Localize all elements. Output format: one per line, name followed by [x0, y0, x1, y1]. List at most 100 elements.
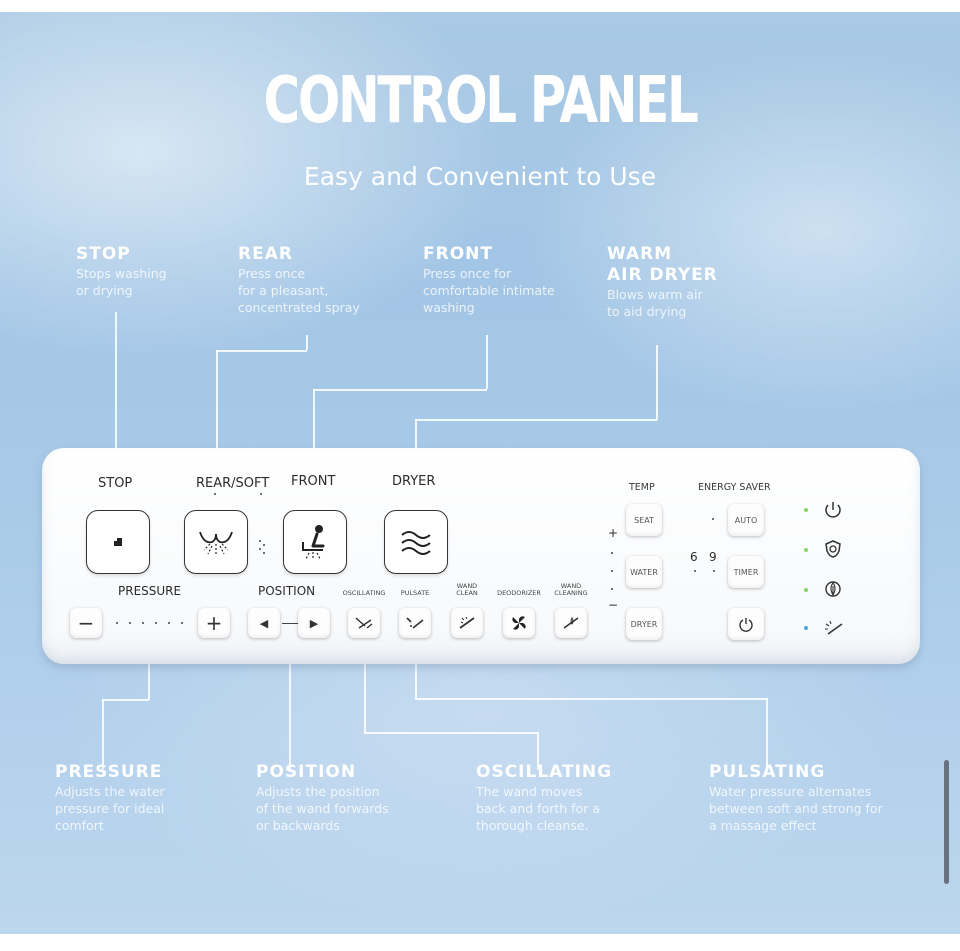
- connector-line: [115, 312, 117, 452]
- callout-pressure-heading: PRESSURE: [55, 762, 163, 782]
- connector-line: [313, 389, 315, 452]
- dryer-label: DRYER: [392, 474, 436, 489]
- wand-cleaning-button[interactable]: [555, 608, 587, 638]
- connector-line: [364, 652, 366, 733]
- level-dot: [116, 622, 118, 624]
- shield-icon: [825, 540, 841, 558]
- callout-pulsating: PULSATING Water pressure alternates betw…: [709, 762, 883, 834]
- green-led: [804, 548, 808, 552]
- rear-spray-icon: [199, 531, 233, 556]
- callout-dryer: WARM AIR DRYER Blows warm air to aid dry…: [607, 244, 718, 320]
- position-label: POSITION: [258, 584, 316, 598]
- level-dot: [155, 622, 157, 624]
- dryer-temp-button[interactable]: DRYER: [626, 608, 662, 640]
- callout-pressure: PRESSURE Adjusts the water pressure for …: [55, 762, 165, 834]
- connector-line: [415, 652, 417, 699]
- oscillating-label: OSCILLATING: [342, 589, 386, 597]
- water-temp-button[interactable]: WATER: [626, 556, 662, 588]
- green-led: [804, 588, 808, 592]
- deodorizer-button[interactable]: [503, 608, 535, 638]
- timer-dot: [694, 570, 696, 572]
- pressure-decrease-button[interactable]: −: [70, 608, 102, 638]
- callout-position-heading: POSITION: [256, 762, 357, 782]
- auto-button[interactable]: AUTO: [728, 504, 764, 536]
- stop-button[interactable]: [86, 510, 150, 574]
- timer-value-6: 6: [690, 550, 698, 564]
- position-forward-button[interactable]: ▶: [298, 608, 330, 638]
- callout-front-desc: Press once for comfortable intimate wash…: [423, 266, 555, 315]
- temp-minus: −: [608, 598, 619, 612]
- front-button[interactable]: [283, 510, 347, 574]
- connector-line: [656, 345, 658, 420]
- callout-front: FRONT Press once for comfortable intimat…: [423, 244, 555, 316]
- scrollbar[interactable]: [944, 760, 949, 884]
- timer-button[interactable]: TIMER: [728, 556, 764, 588]
- connector-line: [102, 699, 149, 701]
- power-icon: [739, 618, 753, 632]
- triangle-left-icon: ◀: [259, 616, 269, 630]
- callout-pulsating-heading: PULSATING: [709, 762, 826, 782]
- control-panel: STOP REAR/SOFT FRONT DRYER: [42, 448, 920, 664]
- wand-cleaning-icon: [563, 616, 579, 629]
- callout-oscillating-desc: The wand moves back and forth for a thor…: [476, 784, 600, 833]
- connector-line: [415, 419, 657, 421]
- page-title: CONTROL PANEL: [263, 64, 699, 138]
- energy-saver-label: ENERGY SAVER: [698, 482, 771, 493]
- callout-rear-heading: REAR: [238, 244, 293, 264]
- indicator-dot: [260, 493, 262, 495]
- triangle-right-icon: ▶: [309, 616, 319, 630]
- indicator-dot: [259, 540, 261, 542]
- oscillating-icon: [355, 617, 373, 629]
- connector-line: [216, 350, 307, 352]
- indicator-dot: [263, 544, 265, 546]
- seat-temp-button[interactable]: SEAT: [626, 504, 662, 536]
- temp-dot: [611, 588, 613, 590]
- power-icon: [825, 502, 841, 518]
- connector-line: [415, 419, 417, 452]
- power-button[interactable]: [728, 608, 764, 640]
- callout-position: POSITION Adjusts the position of the wan…: [256, 762, 389, 834]
- callout-dryer-heading: WARM AIR DRYER: [607, 244, 718, 285]
- callout-oscillating-heading: OSCILLATING: [476, 762, 613, 782]
- indicator-dot: [214, 493, 216, 495]
- pulsate-button[interactable]: [399, 608, 431, 638]
- wand-cleaning-label: WAND CLEANING: [554, 582, 588, 597]
- wand-clean-button[interactable]: [451, 608, 483, 638]
- stop-icon: [114, 538, 122, 546]
- green-led: [804, 508, 808, 512]
- callout-rear-desc: Press once for a pleasant, concentrated …: [238, 266, 360, 315]
- connector-line: [216, 350, 218, 452]
- auto-indicator: [712, 518, 714, 520]
- callout-stop-desc: Stops washing or drying: [76, 266, 167, 298]
- infographic: CONTROL PANEL Easy and Convenient to Use…: [0, 12, 960, 934]
- connector-line: [289, 652, 291, 770]
- fan-icon: [512, 616, 526, 630]
- callout-rear: REAR Press once for a pleasant, concentr…: [238, 244, 360, 316]
- oscillating-button[interactable]: [348, 608, 380, 638]
- front-label: FRONT: [291, 474, 336, 489]
- connector-line: [364, 732, 538, 734]
- pressure-increase-button[interactable]: +: [198, 608, 230, 638]
- pressure-label: PRESSURE: [118, 584, 182, 598]
- indicator-dot: [263, 552, 265, 554]
- dryer-button[interactable]: [384, 510, 448, 574]
- position-track: [282, 623, 298, 624]
- pulsate-label: PULSATE: [400, 589, 430, 597]
- callout-position-desc: Adjusts the position of the wand forward…: [256, 784, 389, 833]
- rear-soft-button[interactable]: [184, 510, 248, 574]
- dryer-icon: [401, 531, 431, 555]
- connector-line: [306, 335, 308, 350]
- connector-line: [313, 389, 487, 391]
- connector-line: [766, 698, 768, 770]
- temp-plus: +: [608, 526, 619, 540]
- level-dot: [129, 622, 131, 624]
- connector-line: [102, 699, 104, 769]
- position-back-button[interactable]: ◀: [248, 608, 280, 638]
- callout-oscillating: OSCILLATING The wand moves back and fort…: [476, 762, 612, 834]
- callout-dryer-desc: Blows warm air to aid drying: [607, 287, 703, 319]
- connector-line: [415, 698, 767, 700]
- pulsate-icon: [406, 617, 424, 629]
- callout-pressure-desc: Adjusts the water pressure for ideal com…: [55, 784, 165, 833]
- temp-dot: [611, 552, 613, 554]
- timer-dot: [713, 570, 715, 572]
